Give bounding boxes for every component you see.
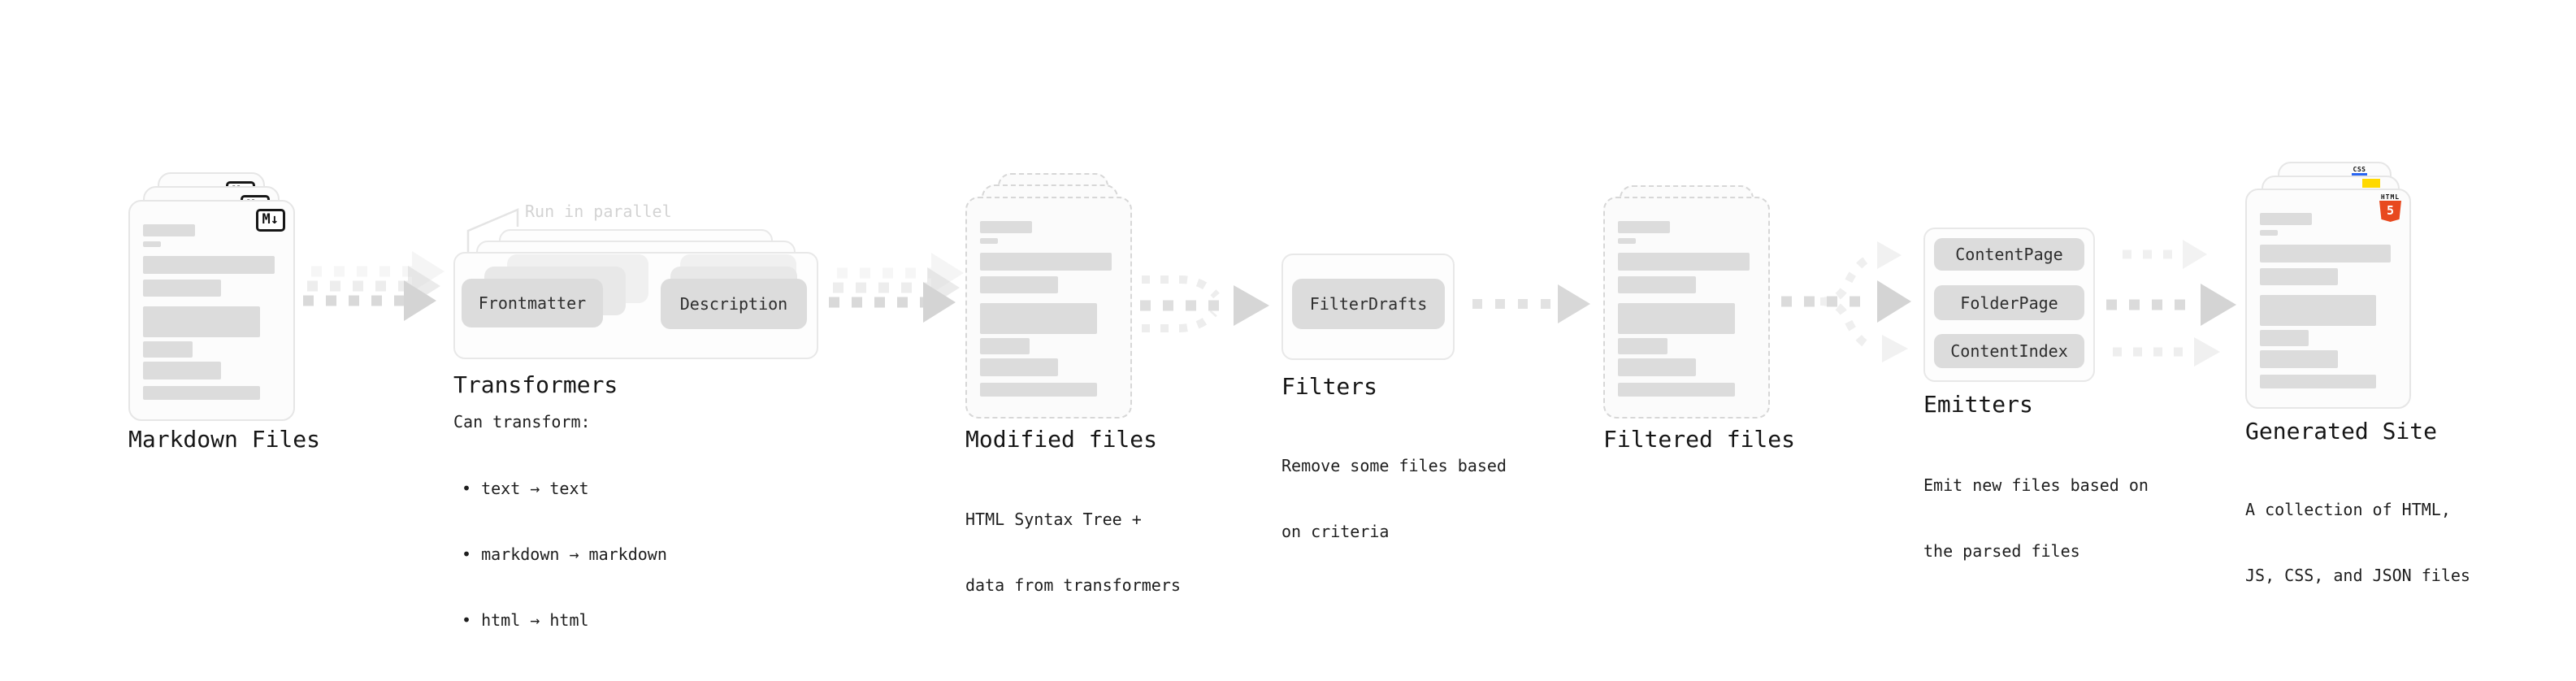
file-content-placeholder [1618, 221, 1755, 397]
arrow-filters-to-filtered [1472, 284, 1590, 323]
generated-site-description: A collection of HTML, JS, CSS, and JSON … [2245, 500, 2470, 585]
filtered-files-title: Filtered files [1603, 426, 1796, 453]
arrow-modified-to-filters [1140, 275, 1269, 332]
run-in-parallel-connector-line [466, 208, 519, 253]
markdown-icon: M↓ [255, 209, 285, 232]
arrow-transformers-to-modified [829, 253, 964, 323]
transformers-bullet-list: • text → text • markdown → markdown • ht… [462, 434, 667, 675]
emitters-title: Emitters [1923, 391, 2033, 418]
modified-files-description: HTML Syntax Tree + data from transformer… [965, 510, 1181, 595]
arrow-markdown-to-transformers [303, 251, 445, 321]
html5-icon: HTML 5 [2379, 193, 2401, 222]
filtered-file-card-front [1603, 197, 1770, 419]
file-content-placeholder [980, 221, 1117, 397]
bullet-item: • text → text [462, 479, 589, 498]
generated-file-card-front: HTML 5 [2245, 189, 2411, 409]
markdown-files-title: Markdown Files [128, 426, 321, 453]
emitters-description: Emit new files based on the parsed files [1923, 475, 2149, 561]
modified-files-title: Modified files [965, 426, 1158, 453]
transformers-title: Transformers [453, 371, 618, 398]
generated-site-title: Generated Site [2245, 418, 2438, 445]
folderpage-chip: FolderPage [1934, 285, 2084, 320]
filters-description: Remove some files based on criteria [1281, 456, 1507, 541]
description-chip: Description [661, 279, 807, 329]
arrow-emitters-to-generated [2106, 240, 2236, 367]
frontmatter-chip: Frontmatter [462, 279, 603, 327]
modified-file-card-front [965, 197, 1132, 419]
bullet-item: • markdown → markdown [462, 544, 667, 564]
file-content-placeholder [2260, 213, 2396, 388]
contentindex-chip: ContentIndex [1934, 334, 2084, 368]
js-icon [2362, 179, 2380, 188]
contentpage-chip: ContentPage [1934, 238, 2084, 271]
run-in-parallel-annotation: Run in parallel [525, 202, 672, 221]
css-file-badge: CSS [2352, 166, 2367, 176]
bullet-item: • html → html [462, 610, 589, 630]
file-content-placeholder [143, 224, 280, 400]
transformers-description: Can transform: [453, 412, 591, 432]
filters-title: Filters [1281, 373, 1378, 400]
filterdrafts-chip: FilterDrafts [1292, 279, 1445, 329]
markdown-file-card-front: M↓ [128, 200, 295, 421]
arrow-filtered-to-emitters [1781, 241, 1911, 362]
css-icon: CSS [2353, 166, 2366, 173]
